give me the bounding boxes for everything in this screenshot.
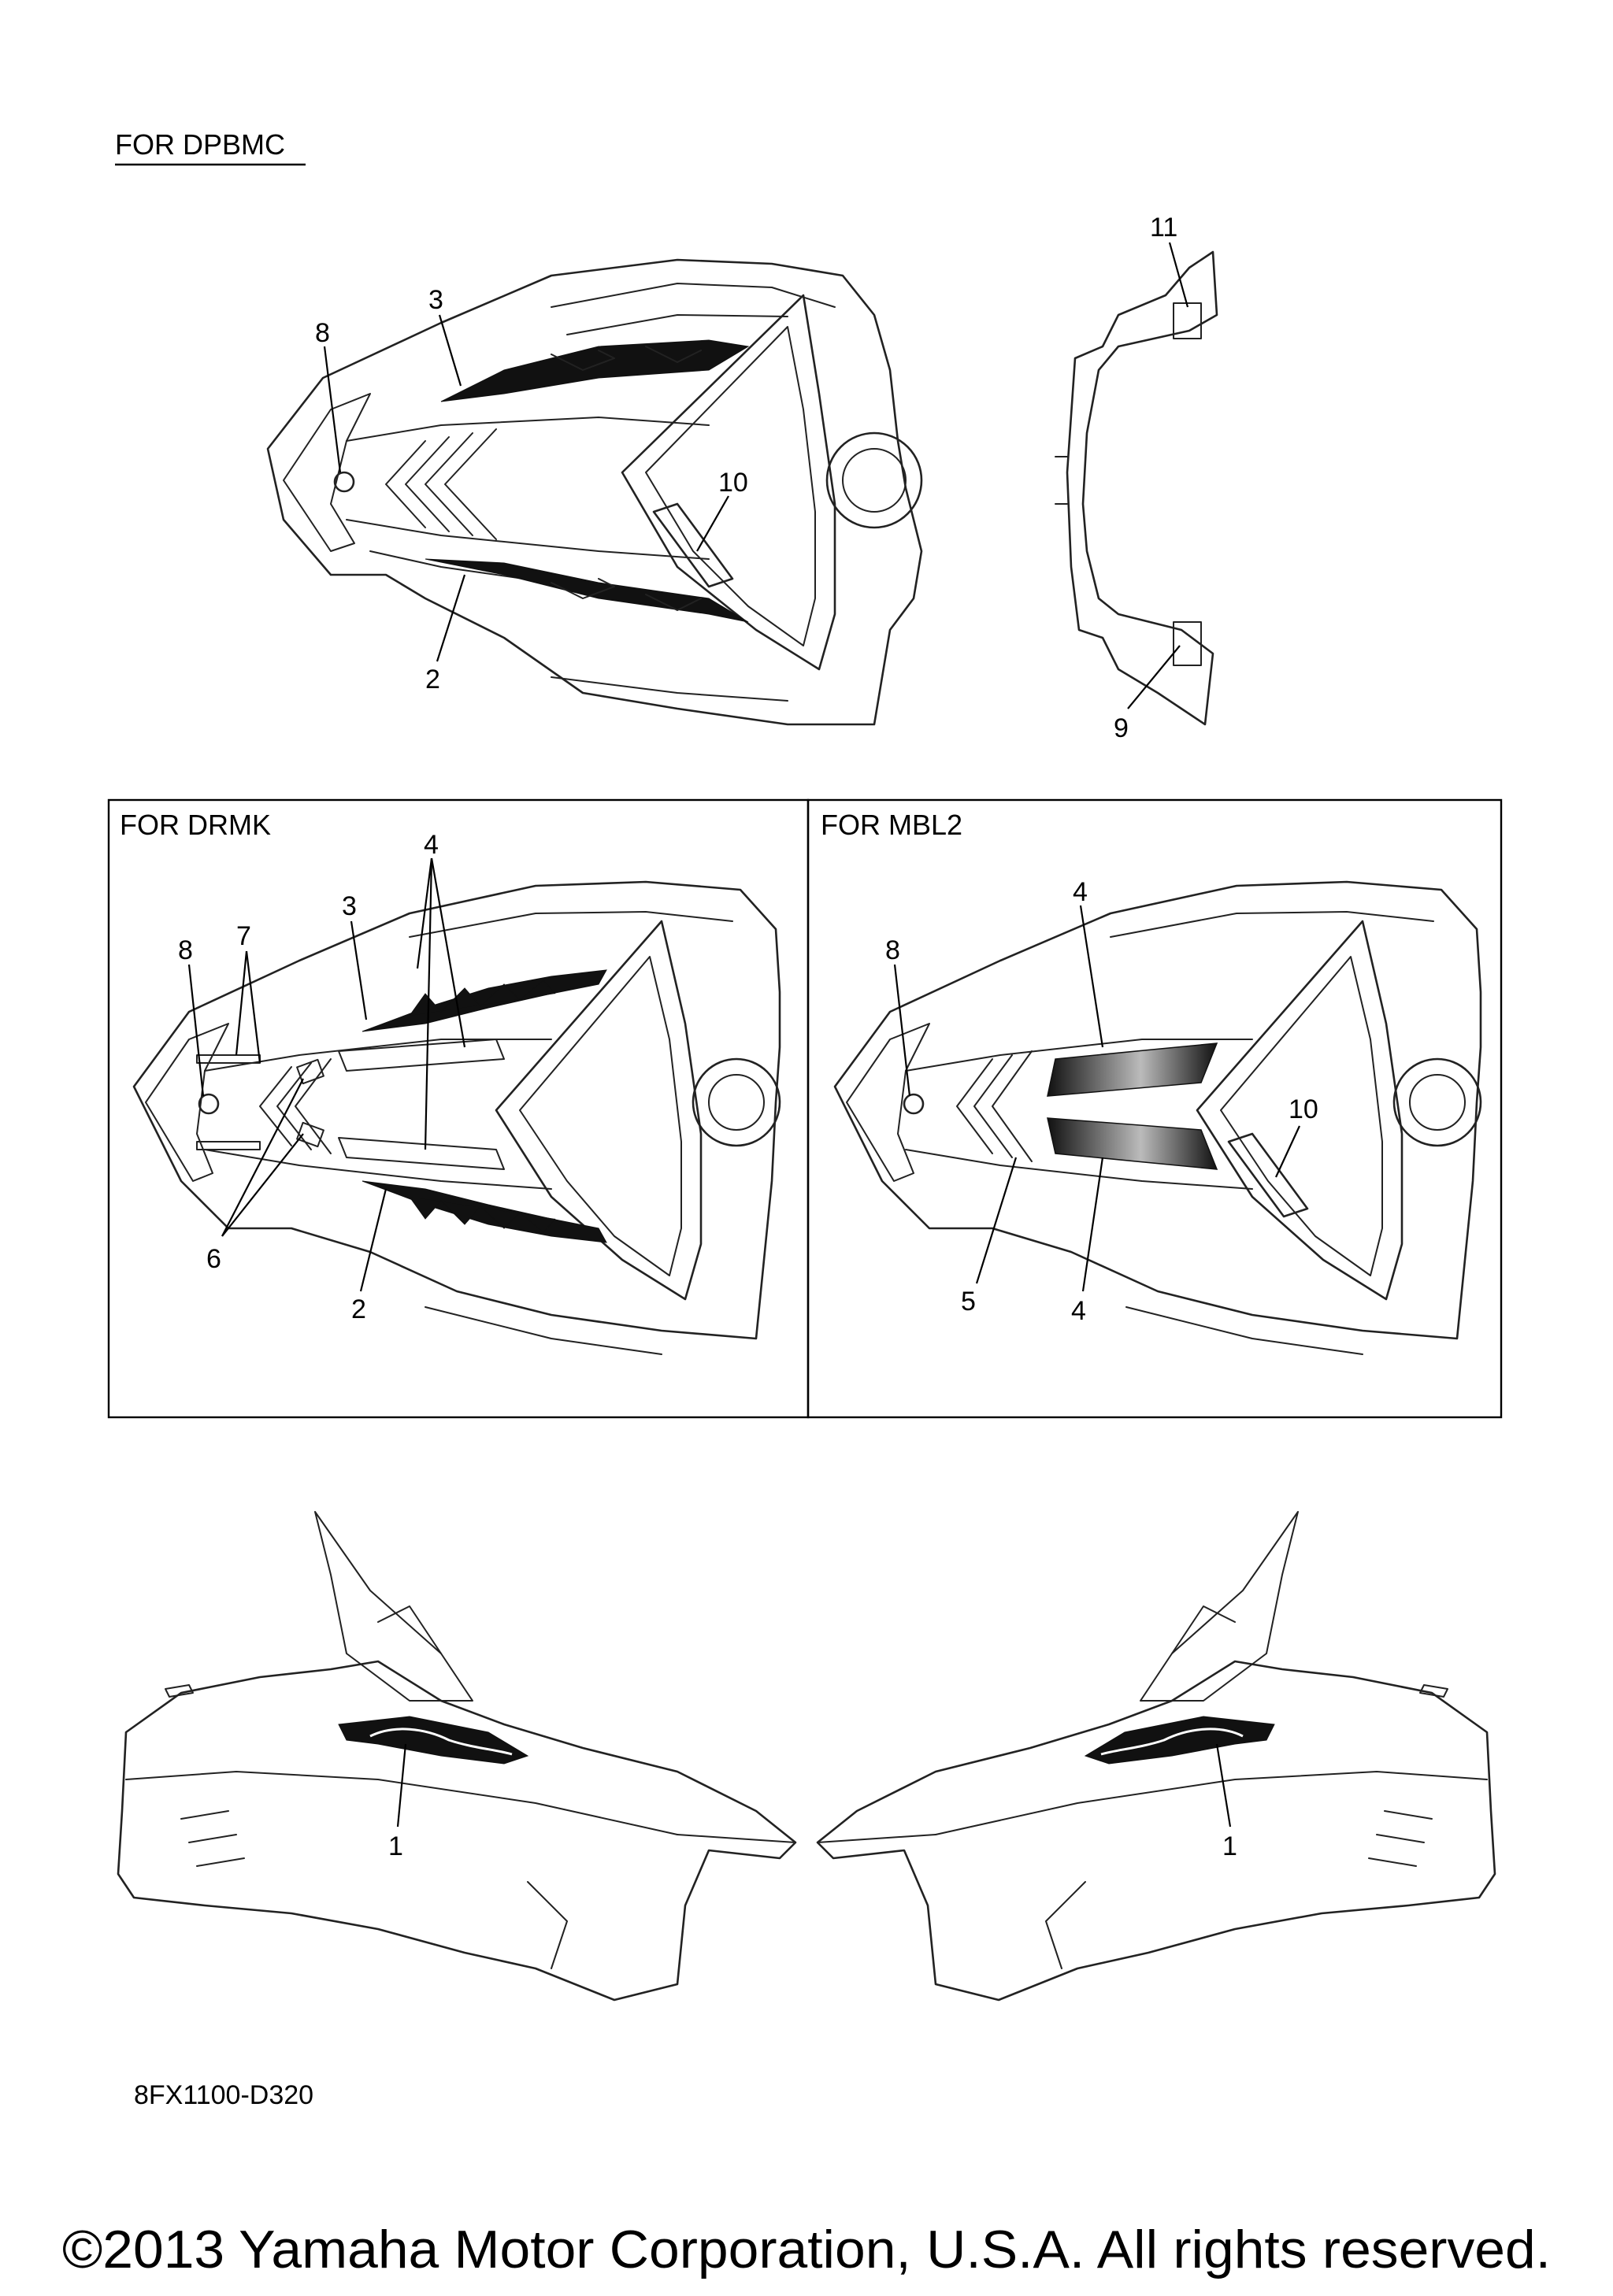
hood-top-view-drmk: [132, 880, 781, 1355]
section-drmk: FOR DRMK: [120, 809, 781, 1355]
diagram-code: 8FX1100-D320: [134, 2080, 313, 2110]
callout-label: 8: [885, 935, 900, 965]
leader-2: [359, 1188, 387, 1292]
leader-8: [187, 964, 205, 1097]
leader-5: [975, 1157, 1018, 1284]
leader-6: [221, 1133, 304, 1237]
leader-6: [221, 1078, 304, 1237]
right-side-panel: [816, 1511, 1496, 2002]
callout-label: 4: [424, 830, 439, 860]
leader-7: [245, 950, 261, 1064]
callout-label: 4: [1073, 877, 1088, 907]
callout-label: 9: [1114, 713, 1129, 743]
callout-label: 8: [315, 318, 330, 348]
callout-label: 3: [428, 285, 443, 315]
section-mbl2: FOR MBL2 4: [821, 809, 1482, 1355]
leader-1: [396, 1743, 407, 1828]
mbl2-panel-border: [806, 798, 1503, 1419]
callout-label: 5: [961, 1287, 976, 1316]
callout-label: 2: [425, 665, 440, 694]
callout-label: 4: [1071, 1296, 1086, 1326]
leader-2: [436, 574, 466, 662]
callout-label: 7: [236, 921, 251, 951]
leader-4: [424, 857, 433, 1150]
callout-label: 8: [178, 935, 193, 965]
leader-11: [1168, 242, 1189, 308]
left-side-panel: [117, 1511, 797, 2002]
leader-4: [1081, 1157, 1104, 1292]
section-header-mbl2: FOR MBL2: [821, 809, 962, 841]
leader-4: [430, 857, 466, 1048]
callout-label: 1: [1222, 1831, 1237, 1861]
leader-4: [416, 857, 433, 969]
callout-label: 10: [1289, 1094, 1318, 1124]
copyright-notice: ©2013 Yamaha Motor Corporation, U.S.A. A…: [62, 2220, 1551, 2279]
hood-side-view-dpbmc: [1055, 250, 1218, 726]
side-views: 1 1: [117, 1511, 1496, 2002]
section-header-dpbmc: FOR DPBMC: [115, 128, 285, 161]
section-dpbmc: FOR DPBMC: [115, 128, 1218, 743]
callout-label: 3: [342, 891, 357, 921]
callout-label: 6: [206, 1244, 221, 1274]
leader-8: [323, 346, 342, 473]
leader-3: [438, 314, 462, 387]
leader-7: [235, 950, 248, 1056]
callout-label: 1: [388, 1831, 403, 1861]
callout-label: 10: [718, 468, 748, 498]
leader-10: [696, 495, 729, 552]
leader-3: [350, 920, 368, 1020]
leader-8: [893, 964, 911, 1097]
section-header-drmk: FOR DRMK: [120, 809, 271, 841]
callout-label: 11: [1150, 213, 1177, 243]
leader-10: [1275, 1125, 1300, 1178]
hood-top-view-mbl2: [833, 880, 1482, 1355]
callout-label: 2: [351, 1294, 366, 1324]
hood-top-view-dpbmc: [266, 258, 923, 726]
leader-4: [1079, 905, 1104, 1048]
stripe-decal: [1047, 1117, 1218, 1170]
leader-1: [1215, 1743, 1232, 1828]
stripe-decal: [1047, 1042, 1218, 1097]
leader-9: [1127, 645, 1181, 709]
drmk-panel-border: [107, 798, 810, 1419]
